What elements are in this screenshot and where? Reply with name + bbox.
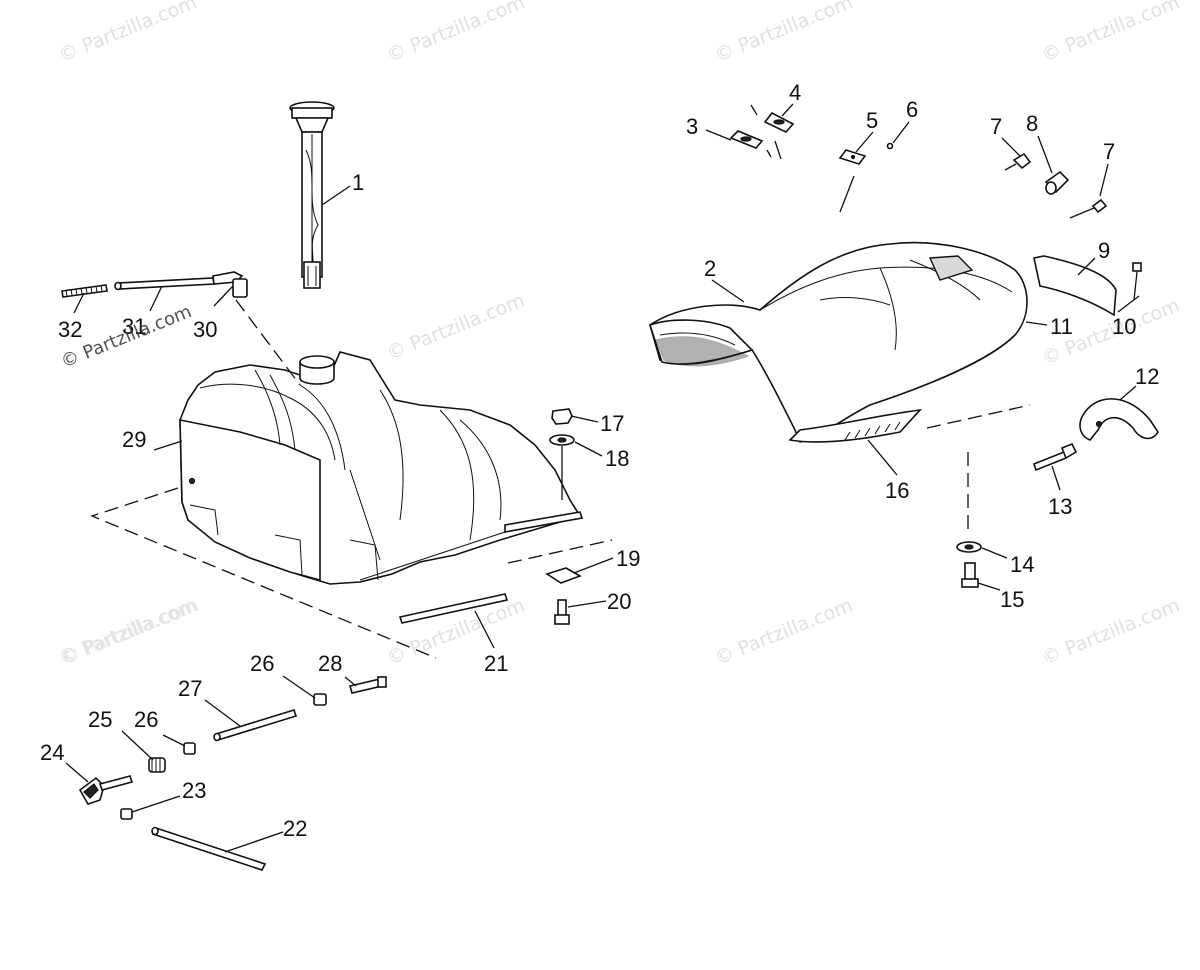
watermark: © Partzilla.com — [58, 594, 202, 669]
callout-11: 11 — [1050, 314, 1073, 339]
washer-part[interactable] — [549, 434, 575, 446]
stud-part[interactable] — [1004, 152, 1032, 171]
callout-7-lower: 7 — [1103, 139, 1115, 164]
callout-4: 4 — [789, 80, 801, 105]
watermark: © Partzilla.com — [1039, 594, 1183, 669]
watermark: © Partzilla.com — [1039, 0, 1183, 67]
watermark: © Partzilla.com — [712, 594, 856, 669]
seat-assembly-part[interactable] — [648, 241, 1028, 443]
callout-26-lower: 26 — [134, 707, 158, 732]
stud-part[interactable] — [1069, 198, 1108, 219]
callout-24: 24 — [40, 740, 64, 765]
rivet-part[interactable] — [886, 142, 894, 150]
nut-part[interactable] — [183, 742, 196, 755]
callout-32: 32 — [58, 317, 82, 342]
assembly-line — [926, 404, 1031, 429]
nut-part[interactable] — [120, 808, 133, 820]
callout-19: 19 — [616, 546, 640, 571]
callout-3: 3 — [686, 114, 698, 139]
callout-28: 28 — [318, 651, 342, 676]
elbow-fitting-part[interactable] — [212, 271, 248, 298]
callout-31: 31 — [122, 314, 146, 339]
callout-17: 17 — [600, 411, 624, 436]
watermark: © Partzilla.com — [384, 0, 528, 67]
callout-30: 30 — [193, 317, 217, 342]
assembly-line — [90, 487, 437, 659]
bracket-plate-part[interactable] — [729, 130, 764, 149]
callout-12: 12 — [1135, 364, 1159, 389]
callout-2: 2 — [704, 256, 716, 281]
seat-pad-part[interactable] — [1033, 255, 1117, 317]
callout-1: 1 — [352, 170, 364, 195]
callout-14: 14 — [1010, 552, 1034, 577]
mounting-plate-part[interactable] — [545, 567, 582, 584]
callout-labels: 1 2 3 4 5 6 7 8 7 9 10 11 12 13 14 15 16… — [40, 80, 1159, 841]
callout-27: 27 — [178, 676, 202, 701]
callout-10: 10 — [1112, 314, 1136, 339]
callout-29: 29 — [122, 427, 146, 452]
bolt-part[interactable] — [554, 599, 570, 625]
callout-22: 22 — [283, 816, 307, 841]
grommet-part[interactable] — [1044, 170, 1070, 195]
spring-part[interactable] — [61, 284, 108, 298]
nut-part[interactable] — [551, 408, 573, 425]
watermark: © Partzilla.com — [56, 0, 200, 67]
leader-lines — [65, 103, 1140, 853]
fuel-valve-part[interactable] — [78, 775, 134, 805]
fuel-gauge-sender-part[interactable] — [289, 101, 335, 289]
rod-part[interactable] — [114, 277, 215, 291]
callout-23: 23 — [182, 778, 206, 803]
callout-18: 18 — [605, 446, 629, 471]
callout-5: 5 — [866, 108, 878, 133]
nut-part[interactable] — [313, 693, 327, 706]
callout-26-upper: 26 — [250, 651, 274, 676]
callout-8: 8 — [1026, 111, 1038, 136]
screw-part[interactable] — [1132, 262, 1142, 301]
bracket-plate-part[interactable] — [763, 111, 795, 133]
assembly-line — [235, 299, 301, 386]
assembly-line — [839, 175, 855, 213]
washer-part[interactable] — [956, 541, 982, 553]
coil-spring-part[interactable] — [148, 757, 166, 773]
callout-7-upper: 7 — [990, 114, 1002, 139]
callout-9: 9 — [1098, 238, 1110, 263]
strap-strip-part[interactable] — [398, 593, 509, 624]
bolt-part[interactable] — [961, 562, 979, 588]
long-bolt-part[interactable] — [1033, 442, 1078, 472]
callout-6: 6 — [906, 97, 918, 122]
callout-13: 13 — [1048, 494, 1072, 519]
callout-25: 25 — [88, 707, 112, 732]
watermark: © Partzilla.com — [384, 289, 528, 364]
pin-part[interactable] — [151, 826, 267, 871]
assembly-line — [507, 539, 613, 564]
callout-21: 21 — [484, 651, 508, 676]
clamp-bracket-part[interactable] — [1079, 398, 1159, 441]
tab-plate-part[interactable] — [838, 149, 867, 165]
assembly-line — [750, 104, 782, 160]
fuel-tank-part[interactable] — [179, 351, 584, 585]
callout-16: 16 — [885, 478, 909, 503]
tube-part[interactable] — [213, 709, 298, 742]
watermark: © Partzilla.com — [712, 0, 856, 67]
callout-15: 15 — [1000, 587, 1024, 612]
callout-20: 20 — [607, 589, 631, 614]
shaft-fitting-part[interactable] — [348, 676, 387, 694]
